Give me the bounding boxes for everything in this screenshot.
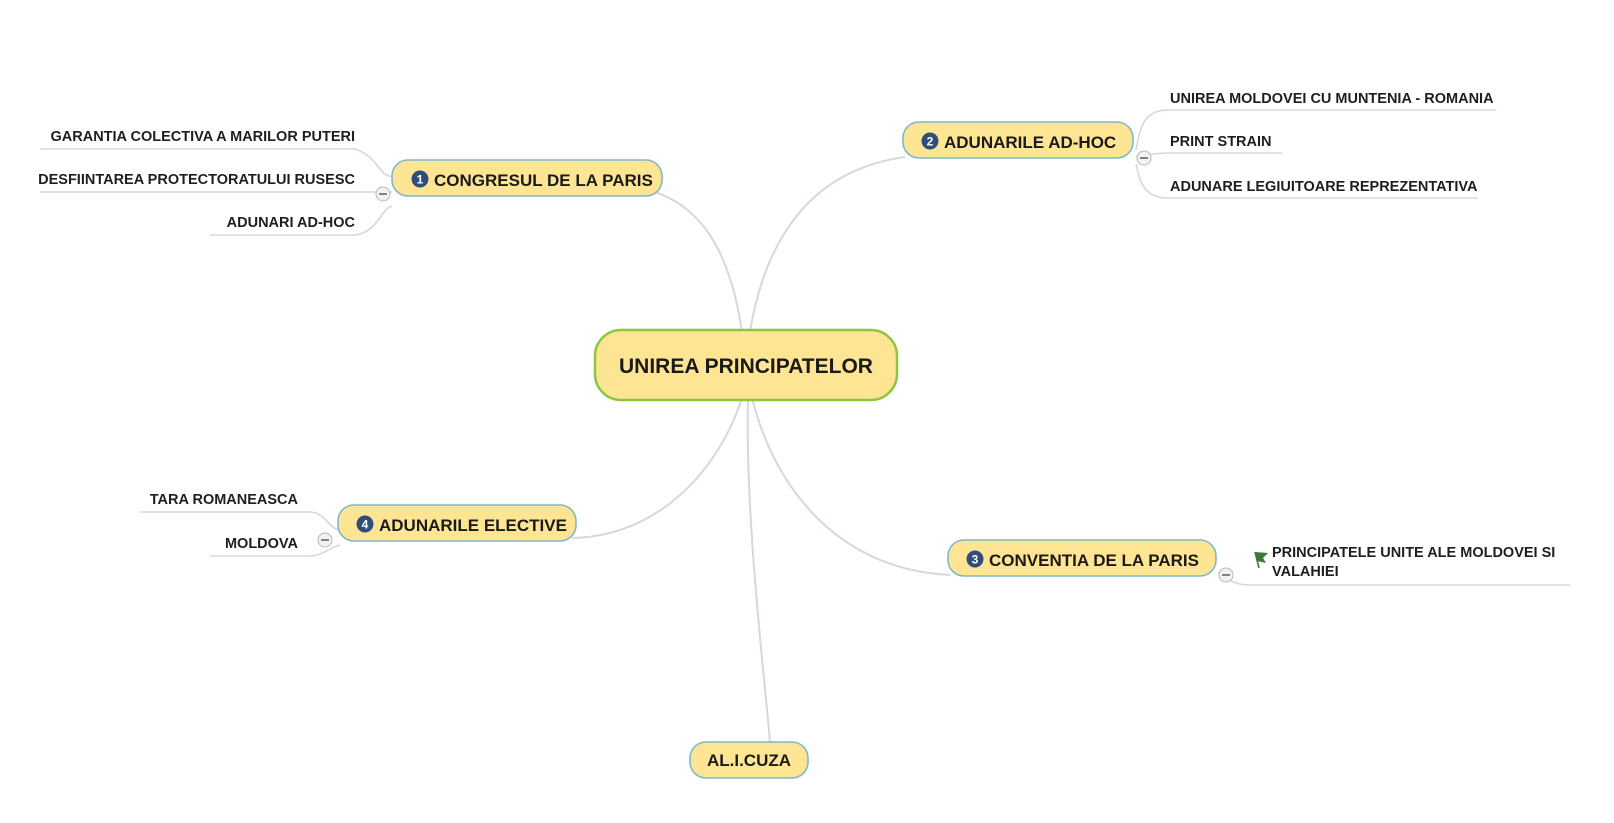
branches-conventia [1217,571,1570,586]
branches-adunarile-ad-hoc [1135,109,1496,199]
subtopic-label[interactable]: PRINCIPATELE UNITE ALE MOLDOVEI SI [1272,545,1555,561]
flag-icon [1254,551,1268,569]
connector-adunarile-ad-hoc [749,156,906,333]
topic-congresul[interactable]: 1 CONGRESUL DE LA PARIS [391,159,663,197]
subtopic-label[interactable]: PRINT STRAIN [1170,134,1272,150]
branches-adunarile-elective [140,511,341,557]
subtopic-label[interactable]: ADUNARE LEGIUITOARE REPREZENTATIVA [1170,179,1478,195]
topic-label: CONVENTIA DE LA PARIS [989,551,1199,570]
subtopic-label[interactable]: UNIREA MOLDOVEI CU MUNTENIA - ROMANIA [1170,91,1494,107]
topic-number: 1 [417,173,424,187]
topic-label: CONGRESUL DE LA PARIS [434,171,653,190]
subtopics-conventia: PRINCIPATELE UNITE ALE MOLDOVEI SI VALAH… [1254,545,1555,580]
subtopic-label[interactable]: VALAHIEI [1272,564,1339,580]
priority-badge-icon [356,515,374,533]
topic-label: AL.I.CUZA [707,751,791,770]
connector-cuza [746,397,771,743]
topic-cuza[interactable]: AL.I.CUZA [689,741,809,779]
priority-badge-icon [411,170,429,188]
topic-number: 4 [362,518,369,532]
priority-badge-icon [966,550,984,568]
subtopic-label[interactable]: TARA ROMANEASCA [150,492,299,508]
subtopic-label[interactable]: GARANTIA COLECTIVA A MARILOR PUTERI [51,129,356,145]
subtopics-adunarile-elective: TARA ROMANEASCA MOLDOVA [150,492,299,552]
collapse-toggle-conventia[interactable] [1218,567,1234,583]
connector-congresul [639,187,743,333]
subtopic-label[interactable]: DESFIINTAREA PROTECTORATULUI RUSESC [38,172,355,188]
topic-number: 3 [972,553,979,567]
topic-label: ADUNARILE ELECTIVE [379,516,567,535]
priority-badge-icon [921,132,939,150]
central-topic[interactable]: UNIREA PRINCIPATELOR [593,328,899,402]
topic-number: 2 [927,135,934,149]
main-connectors [571,156,951,743]
branches-congresul [40,148,393,236]
subtopic-label[interactable]: ADUNARI AD-HOC [227,215,356,231]
topic-label: ADUNARILE AD-HOC [944,133,1116,152]
collapse-toggle-adunarile-ad-hoc[interactable] [1136,150,1152,166]
topic-adunarile-ad-hoc[interactable]: 2 ADUNARILE AD-HOC [902,121,1134,159]
collapse-toggle-congresul[interactable] [375,186,391,202]
central-topic-label: UNIREA PRINCIPATELOR [619,355,873,378]
topic-adunarile-elective[interactable]: 4 ADUNARILE ELECTIVE [337,504,577,542]
connector-adunarile-elective [571,397,743,539]
subtopics-adunarile-ad-hoc: UNIREA MOLDOVEI CU MUNTENIA - ROMANIA PR… [1170,91,1494,195]
topic-conventia[interactable]: 3 CONVENTIA DE LA PARIS [947,539,1217,577]
subtopics-congresul: GARANTIA COLECTIVA A MARILOR PUTERI DESF… [38,129,355,231]
connector-conventia [751,397,951,576]
subtopic-label[interactable]: MOLDOVA [225,536,299,552]
collapse-toggle-adunarile-elective[interactable] [317,532,333,548]
